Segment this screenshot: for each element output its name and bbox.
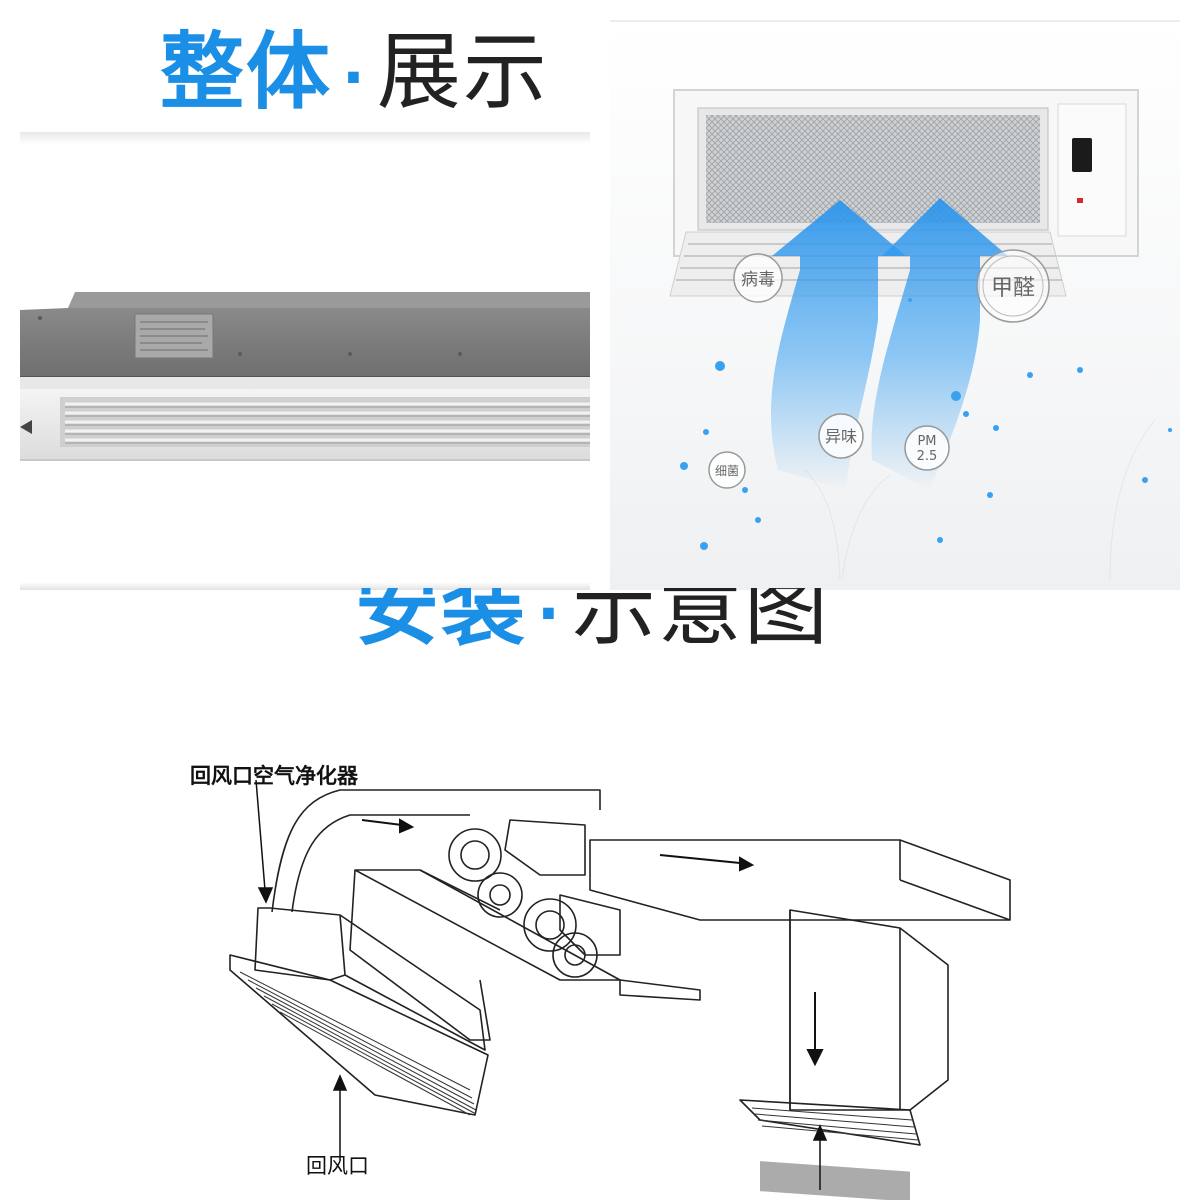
- power-switch: [1072, 138, 1092, 172]
- particles: [680, 298, 1172, 550]
- unit-body: [20, 308, 590, 377]
- badge-bacteria: 细菌: [708, 451, 746, 489]
- purifier-airflow-illustration: 病毒 甲醛 异味 PM 2.5 细菌: [669, 89, 1172, 581]
- badge-pm25: PM 2.5: [904, 425, 950, 471]
- return-air-grille: [229, 954, 489, 1116]
- badge-bacteria-label: 细菌: [715, 464, 739, 478]
- badge-formaldehyde-label: 甲醛: [991, 276, 1035, 301]
- indicator-light: [1077, 198, 1083, 203]
- title-rest: 展示: [376, 23, 549, 121]
- product-function-view: 病毒 甲醛 异味 PM 2.5 细菌: [610, 20, 1180, 590]
- badge-virus-label: 病毒: [741, 270, 775, 290]
- purifier-unit-illustration: [20, 292, 590, 461]
- title-highlight: 安装: [355, 588, 528, 654]
- installation-diagram: [229, 779, 1011, 1200]
- product-side-view: [20, 132, 590, 590]
- airflow-arrow-right: [871, 198, 1008, 490]
- badge-virus: 病毒: [733, 253, 783, 303]
- flow-arrows: [361, 818, 824, 1067]
- supply-diffuser: [739, 1099, 921, 1146]
- title-dot: ·: [537, 588, 562, 650]
- section-title-installation: 安装·示意图: [355, 588, 830, 654]
- panel-bottom-edge: [20, 582, 590, 590]
- filter-mesh: [706, 115, 1040, 223]
- section-title-overview: 整体·展示: [160, 30, 549, 114]
- badge-formaldehyde: 甲醛: [976, 249, 1050, 323]
- airflow-arrow-left: [770, 200, 906, 490]
- badge-odor-label: 异味: [825, 427, 857, 446]
- purifier-label: 回风口空气净化器: [190, 764, 358, 788]
- title-highlight: 整体: [160, 23, 333, 121]
- title-dot: ·: [342, 43, 367, 114]
- badge-pm-line1: PM: [917, 434, 936, 449]
- return-air-label: 回风口: [306, 1154, 369, 1178]
- title-rest: 示意图: [571, 588, 830, 654]
- purifier-unit: [254, 907, 346, 981]
- badge-odor: 异味: [818, 413, 864, 459]
- main-supply-duct: [589, 839, 1011, 921]
- unit-top-plate: [68, 292, 590, 308]
- badge-pm-line2: 2.5: [917, 449, 938, 464]
- supply-outlet-box: [789, 909, 949, 1111]
- return-duct-inner: [291, 814, 470, 913]
- return-duct-top: [271, 789, 601, 913]
- panel-top-edge: [20, 132, 590, 144]
